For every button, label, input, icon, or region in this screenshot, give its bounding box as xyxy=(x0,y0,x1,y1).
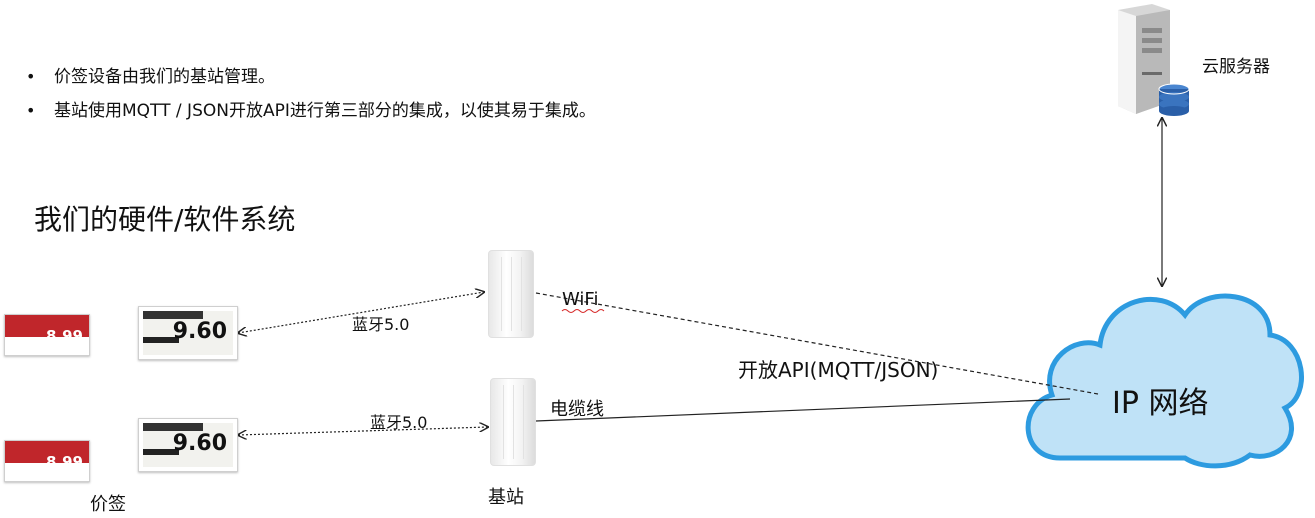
open-api-label: 开放API(MQTT/JSON) xyxy=(738,358,939,382)
ip-network-label: IP 网络 xyxy=(1112,386,1209,421)
price-value: 8.99 xyxy=(45,327,83,345)
server-label: 云服务器 xyxy=(1202,57,1270,77)
base-station-top xyxy=(488,250,534,338)
cloud-icon xyxy=(1025,293,1304,469)
bullet-marker: • xyxy=(26,101,36,120)
price-value: 9.60 xyxy=(172,319,227,344)
cable-link xyxy=(535,398,1071,422)
wifi-underline xyxy=(561,309,605,313)
base-station-bottom xyxy=(490,378,536,466)
price-value: 8.99 xyxy=(45,453,83,471)
cable-label: 电缆线 xyxy=(550,399,604,420)
bullet-marker: • xyxy=(26,67,36,86)
wifi-label: WiFi xyxy=(562,289,599,310)
price-value: 9.60 xyxy=(172,431,227,456)
bullet-text: 价签设备由我们的基站管理。 xyxy=(54,67,275,87)
bullet-text: 基站使用MQTT / JSON开放API进行第三部分的集成，以使其易于集成。 xyxy=(54,101,596,121)
bullet-list: • 价签设备由我们的基站管理。 • 基站使用MQTT / JSON开放API进行… xyxy=(26,60,596,128)
price-tag-small-top: 8.99 xyxy=(4,314,90,356)
price-tag-large-top: 9.60 xyxy=(138,306,238,360)
bluetooth-link-top xyxy=(238,292,484,333)
database-icon xyxy=(1158,83,1190,116)
bluetooth-label-top: 蓝牙5.0 xyxy=(352,315,410,334)
base-station-label: 基站 xyxy=(488,487,524,508)
price-tag-large-bottom: 9.60 xyxy=(138,418,238,472)
bluetooth-label-bottom: 蓝牙5.0 xyxy=(370,413,428,432)
bluetooth-link-bottom xyxy=(238,427,488,435)
price-tag-small-bottom: 8.99 xyxy=(4,440,90,482)
bullet-item: • 价签设备由我们的基站管理。 xyxy=(26,60,596,94)
page-title: 我们的硬件/软件系统 xyxy=(34,203,296,236)
price-tag-label: 价签 xyxy=(90,494,126,515)
bullet-item: • 基站使用MQTT / JSON开放API进行第三部分的集成，以使其易于集成。 xyxy=(26,94,596,128)
